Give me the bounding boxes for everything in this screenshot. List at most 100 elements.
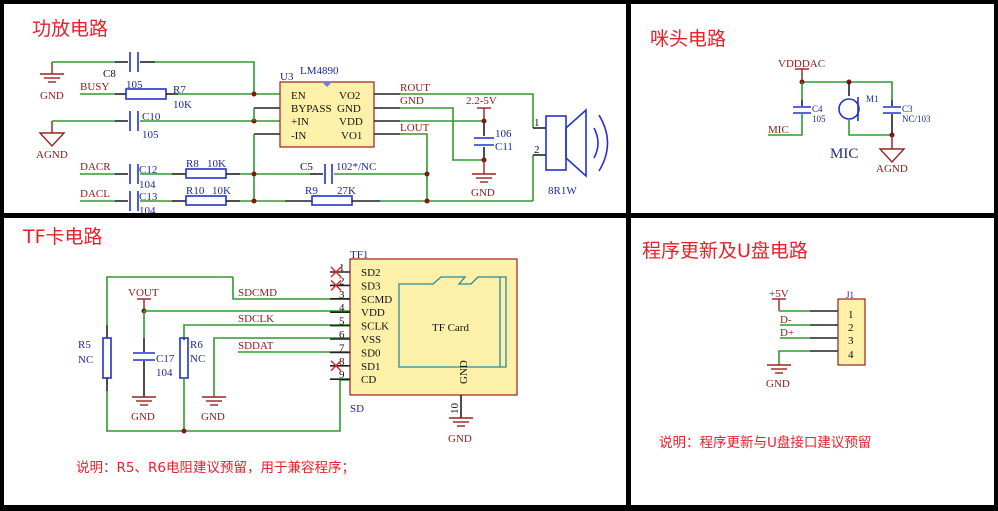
mic-agnd-label: AGND [876, 163, 908, 175]
r8-resistor [185, 168, 227, 179]
tf-gnd3-label: GND [448, 433, 472, 445]
r9-resistor [311, 195, 353, 206]
tf-card-gnd-pin-num: 10 [449, 403, 461, 415]
sdclk-net-label: SDCLK [238, 313, 274, 325]
u3-pin-minus-in: -IN [291, 130, 306, 142]
gnd-net-label: GND [400, 95, 424, 107]
usb-note: 说明：程序更新与U盘接口建议预留 [659, 435, 872, 451]
gnd-symbol-c11: GND [471, 160, 496, 199]
u3-part: LM4890 [300, 65, 339, 77]
tf-panel: TF卡电路 R5 NC VOUT C17 104 [4, 218, 626, 505]
c5-ref: C5 [300, 161, 313, 173]
vout-label: VOUT [128, 287, 159, 299]
usb-title: 程序更新及U盘电路 [642, 240, 808, 262]
gnd-label: GND [40, 90, 64, 102]
c8-value: 105 [126, 79, 143, 91]
no-connect-icon [330, 279, 342, 291]
j1-pin-2: 2 [848, 322, 854, 334]
agnd-label: AGND [36, 149, 68, 161]
j1-pin-3: 3 [848, 335, 854, 347]
r9-ref: R9 [305, 185, 318, 197]
gnd-symbol-tf: GND [448, 417, 473, 445]
r10-ref: R10 [186, 185, 205, 197]
sdcmd-net-label: SDCMD [238, 287, 277, 299]
tf-pin-number: 1 [339, 262, 345, 274]
tf-pin-number: 9 [339, 369, 345, 381]
tf-pin-number: 7 [339, 342, 345, 354]
usb-connector [837, 298, 866, 366]
r5-resistor [102, 337, 112, 379]
mic-part-label: MIC [830, 146, 858, 162]
r5-value: NC [78, 354, 93, 366]
speaker-icon [545, 108, 609, 178]
amp-panel: 功放电路 GND C8 105 BUSY [4, 4, 626, 213]
dplus-label: D+ [780, 327, 794, 339]
j1-pin-1: 1 [848, 309, 854, 321]
u3-pin-gnd: GND [337, 103, 361, 115]
spk-pin2: 2 [534, 144, 540, 156]
u3-pin-vo1: VO1 [341, 130, 362, 142]
speaker-label: 8R1W [548, 185, 577, 197]
usb-panel: 程序更新及U盘电路 +5V D- D+ GND J1 1 2 [631, 218, 994, 505]
u3-pin-bypass: BYPASS [291, 103, 332, 115]
j1-pin-4: 4 [848, 349, 854, 361]
r6-value: NC [190, 353, 205, 365]
tf-pin-name: SD1 [361, 361, 381, 373]
tf1-ref: TF1 [350, 249, 368, 261]
r10-value: 10K [212, 185, 231, 197]
tf-pin-number: 5 [339, 316, 345, 328]
mic-net-label: MIC [768, 124, 789, 136]
c3-ref: C3 [902, 104, 913, 114]
v5-label: +5V [769, 288, 789, 300]
c10-value: 105 [142, 129, 159, 141]
tf-pin-number: 6 [339, 329, 345, 341]
c13-ref: C13 [139, 191, 158, 203]
r6-ref: R6 [190, 339, 203, 351]
c4-value: 105 [812, 114, 826, 124]
tf-pin-number: 4 [339, 302, 345, 314]
tf-pin-name: CD [361, 374, 376, 386]
c11-value: 106 [495, 128, 512, 140]
agnd-symbol-left: AGND [36, 121, 68, 161]
tf-pin-name: SD3 [361, 280, 381, 292]
tf-card-gnd-pin-label: GND [458, 360, 470, 384]
tf-note: 说明：R5、R6电阻建议预留，用于兼容程序； [76, 460, 355, 476]
r8-ref: R8 [186, 158, 199, 170]
mic-title: 咪头电路 [650, 28, 727, 50]
usb-schematic: +5V D- D+ GND J1 1 2 3 4 [766, 288, 866, 390]
tf-pin-name: SD0 [361, 347, 381, 359]
busy-net-label: BUSY [80, 81, 109, 93]
tf-pin-name: SCLK [361, 321, 389, 333]
c3-value: NC/103 [902, 114, 931, 124]
rout-net-label: ROUT [400, 82, 430, 94]
microphone-icon [838, 97, 860, 121]
gnd-symbol-left: GND [40, 62, 64, 102]
c10-ref: C10 [142, 111, 161, 123]
u3-pin-en: EN [291, 90, 306, 102]
tf-pin-name: SCMD [361, 294, 392, 306]
tf-schematic: R5 NC VOUT C17 104 GND SDCMD SDCLK [78, 249, 518, 445]
r7-ref: R7 [173, 84, 186, 96]
tf-card-body-label: TF Card [432, 322, 469, 334]
mic-panel: 咪头电路 VDDDAC C4 105 MIC M1 [631, 4, 994, 213]
tf-pin-number: 3 [339, 289, 345, 301]
c12-ref: C12 [139, 164, 157, 176]
tf-pin-name: VSS [361, 334, 381, 346]
c11-ref: C11 [495, 141, 513, 153]
amp-title: 功放电路 [32, 18, 109, 40]
r5-ref: R5 [78, 339, 91, 351]
u3-pin-vdd: VDD [339, 116, 363, 128]
supply-label: 2.2-5V [466, 95, 497, 107]
mic-schematic: VDDDAC C4 105 MIC M1 C3 [768, 58, 931, 175]
c12-value: 104 [139, 179, 156, 191]
gnd-symbol-c17: GND [131, 396, 156, 423]
no-connect-icon [330, 360, 342, 372]
u3-ref: U3 [280, 71, 294, 83]
c4-ref: C4 [812, 104, 823, 114]
lout-net-label: LOUT [400, 122, 430, 134]
dminus-label: D- [780, 314, 792, 326]
r6-resistor [179, 337, 189, 379]
tf-gnd1-label: GND [131, 411, 155, 423]
m1-ref: M1 [866, 94, 879, 104]
